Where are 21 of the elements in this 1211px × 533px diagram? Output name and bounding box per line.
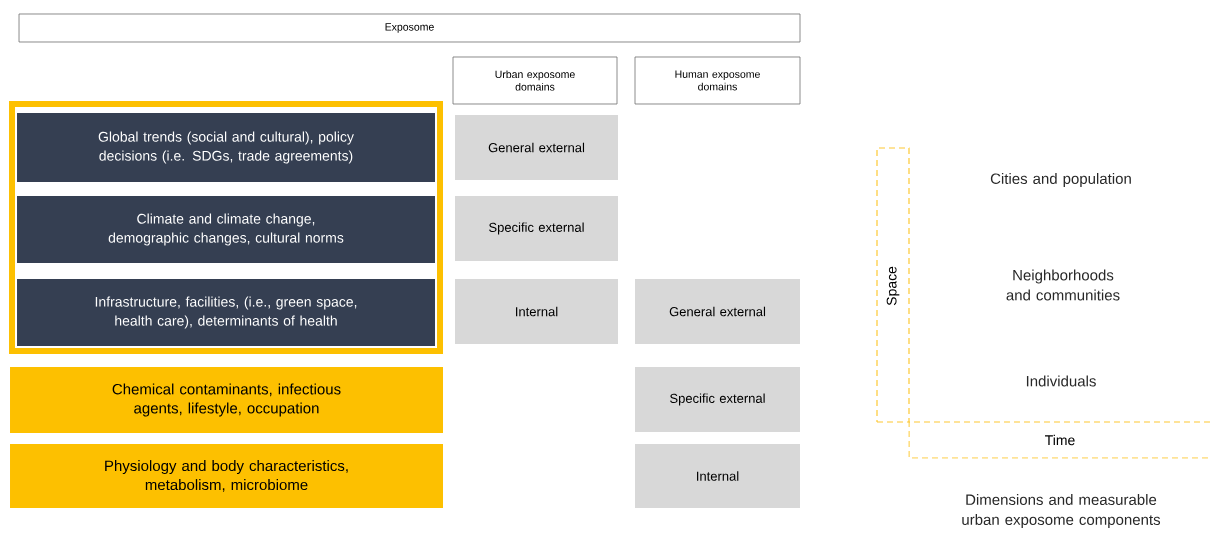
domain-box: General external (635, 279, 800, 344)
scale-label: Dimensions and measurable urban exposome components (962, 494, 1161, 528)
domain-box: Specific external (635, 367, 800, 432)
domain-box: Specific external (455, 196, 618, 261)
domain-box: General external (455, 115, 618, 180)
space-axis: Space (876, 147, 910, 423)
category-box: Climate and climate change, demographic changes, cultural norms (17, 196, 435, 263)
category-box: Infrastructure, facilities, (i.e., green space, health care), determinants of health (17, 279, 435, 346)
title-box: Human exposome domains (634, 56, 801, 105)
scale-label: Neighborhoods and communities (1006, 269, 1120, 301)
category-box: Global trends (social and cultural), policy decisions (i.e. SDGs, trade agreements) (17, 113, 435, 182)
scale-label: Cities and population (990, 173, 1131, 187)
domain-box: Internal (455, 279, 618, 344)
category-box: Chemical contaminants, infectious agents, lifestyle, occupation (10, 367, 443, 433)
frame (9, 101, 443, 354)
title-box: Exposome (18, 13, 801, 43)
scale-label: Individuals (1026, 375, 1096, 387)
title-box: Urban exposome domains (452, 56, 618, 105)
domain-box: Internal (635, 444, 800, 508)
category-box: Physiology and body characteristics, metabolism, microbiome (10, 444, 443, 508)
time-axis: Time (908, 421, 1211, 459)
